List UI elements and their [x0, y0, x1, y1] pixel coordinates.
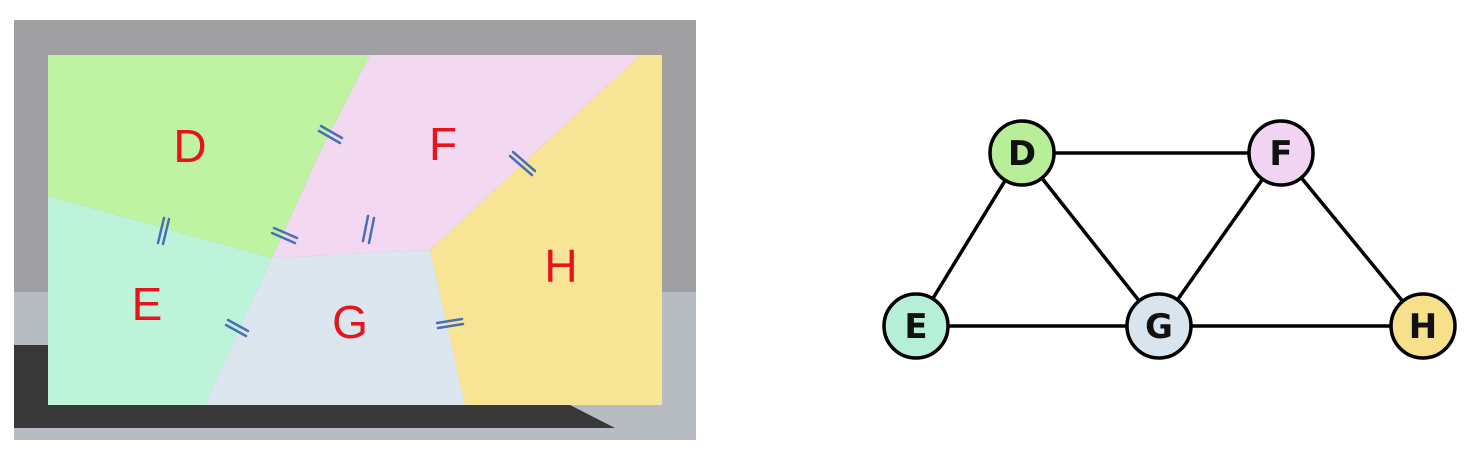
border-mark-e-g — [224, 318, 250, 338]
graph-edge-d-e — [914, 152, 1024, 327]
graph-node-g: G — [1125, 292, 1193, 360]
graph-node-h: H — [1389, 292, 1457, 360]
border-mark-f-g — [361, 214, 376, 245]
border-mark-d-e — [156, 216, 171, 246]
map-region-label-d: D — [173, 120, 206, 172]
map-region-e — [48, 196, 272, 405]
border-mark-f-h — [508, 150, 537, 177]
graph-node-label-e: E — [904, 307, 927, 347]
map-svg: D F E G H — [14, 20, 696, 440]
graph-svg: D F E G H — [882, 119, 1457, 360]
map-region-d — [48, 55, 370, 258]
border-mark-g-h — [435, 317, 465, 330]
graph-node-label-g: G — [1145, 307, 1173, 347]
graph-edge-d-g — [1020, 151, 1161, 328]
graph-edge-f-h — [1279, 151, 1425, 328]
graph-node-f: F — [1247, 119, 1315, 187]
adjacency-graph: D F E G H — [840, 80, 1474, 400]
map-region-label-f: F — [429, 118, 457, 170]
graph-node-label-h: H — [1409, 307, 1437, 347]
colored-map-photo: D F E G H — [0, 0, 700, 461]
graph-node-label-d: D — [1008, 134, 1036, 174]
graph-node-circle — [1389, 292, 1457, 360]
graph-node-circle — [1247, 119, 1315, 187]
border-mark-d-g — [270, 226, 299, 245]
graph-node-circle — [988, 119, 1056, 187]
graph-node-circle — [1125, 292, 1193, 360]
graph-node-circle — [882, 292, 950, 360]
map-region-label-e: E — [132, 278, 163, 330]
graph-node-e: E — [882, 292, 950, 360]
graph-edge-f-g — [1157, 151, 1283, 328]
map-region-label-h: H — [544, 240, 577, 292]
map-region-g — [205, 250, 465, 405]
map-region-h — [430, 55, 662, 405]
map-region-label-g: G — [332, 296, 368, 348]
graph-node-d: D — [988, 119, 1056, 187]
map-region-f — [272, 55, 640, 258]
graph-node-label-f: F — [1269, 134, 1292, 174]
board-shadow — [14, 345, 615, 428]
border-mark-d-f — [317, 124, 344, 145]
